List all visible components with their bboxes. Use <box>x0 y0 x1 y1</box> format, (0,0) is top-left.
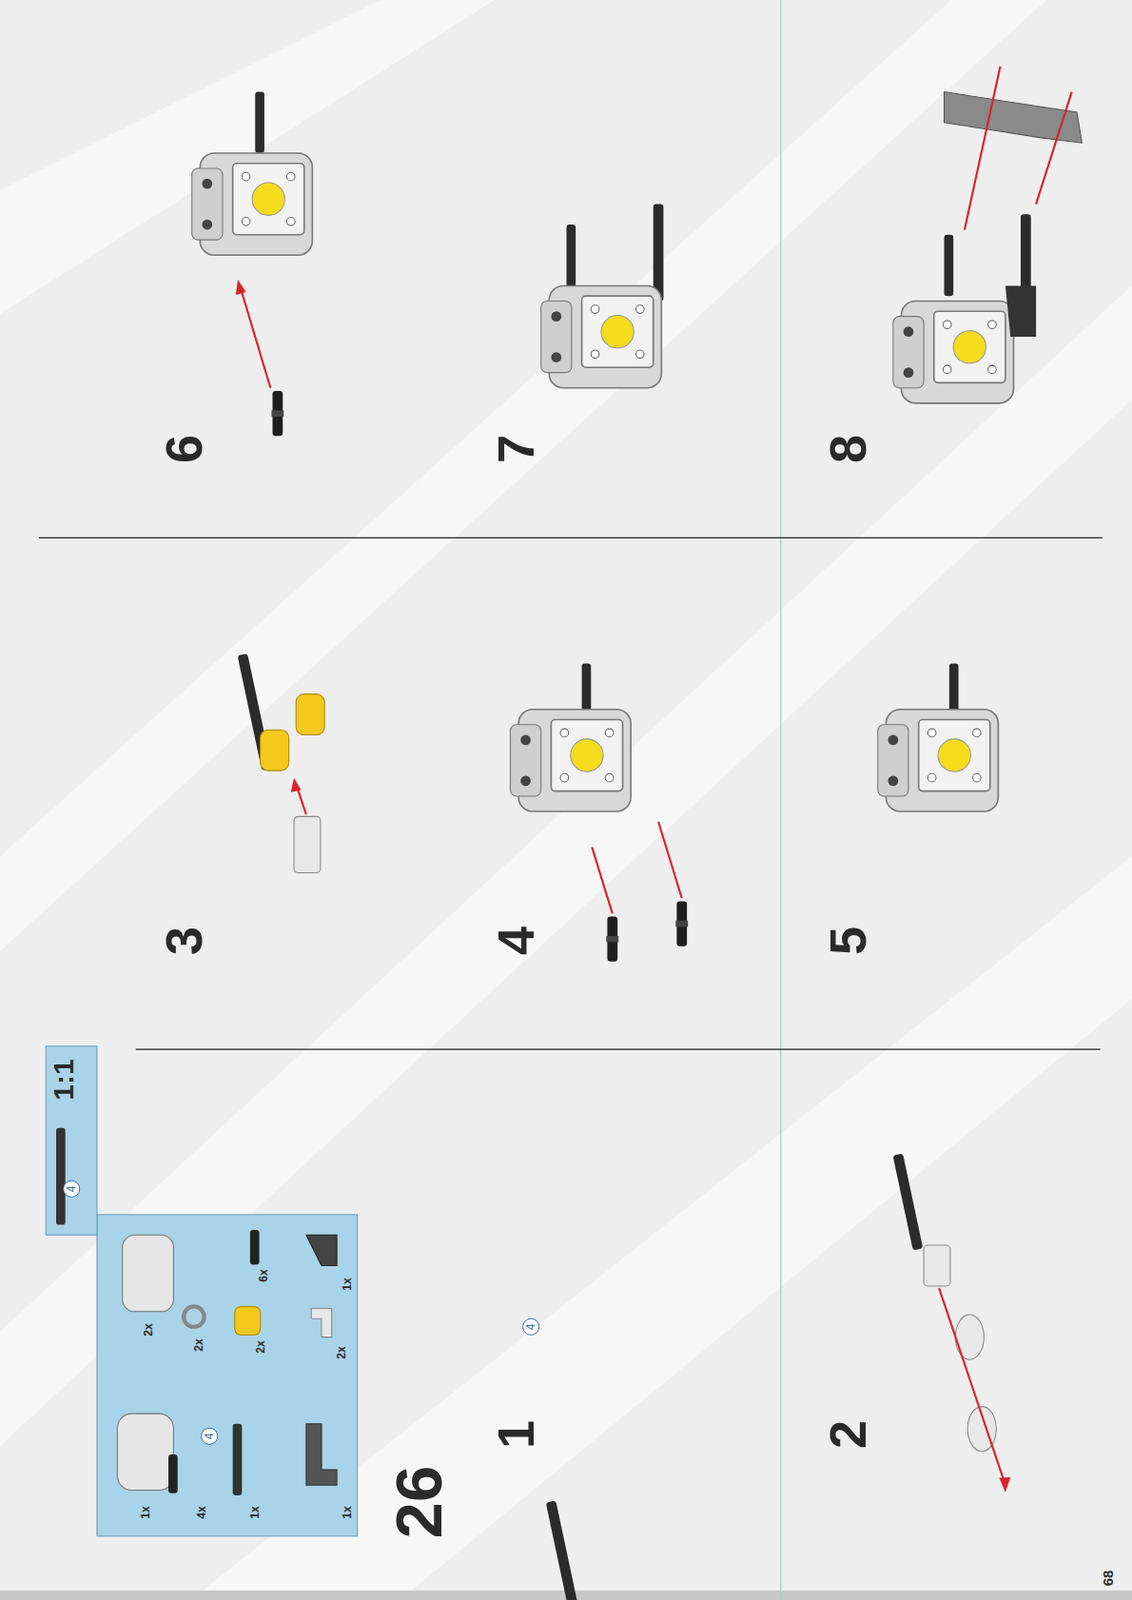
part-quantity: 4x <box>195 1505 208 1519</box>
part-quantity: 2x <box>335 1346 348 1359</box>
step-number: 3 <box>157 926 210 956</box>
step-number: 6 <box>157 434 210 464</box>
step-number: 26 <box>386 1465 452 1540</box>
step-number: 7 <box>489 434 542 464</box>
part-quantity: 1x <box>341 1277 353 1290</box>
part-quantity: 1:1 <box>49 1058 79 1100</box>
part-quantity: 68 <box>1100 1570 1115 1587</box>
part-quantity: 1x <box>139 1505 152 1519</box>
step-number: 8 <box>821 434 874 464</box>
callout-number: 4 <box>522 1318 540 1336</box>
part-quantity: 1x <box>249 1505 261 1519</box>
part-quantity: 2x <box>254 1340 267 1353</box>
part-quantity: 1x <box>341 1505 353 1519</box>
part-quantity: 2x <box>193 1338 205 1351</box>
part-quantity: 6x <box>257 1268 270 1282</box>
part-quantity: 2x <box>142 1323 155 1336</box>
step-number: 5 <box>821 926 874 956</box>
step-number: 2 <box>821 1420 874 1449</box>
step-number: 1 <box>489 1420 542 1449</box>
step-number: 4 <box>489 926 542 956</box>
callout-number: 4 <box>62 1180 80 1198</box>
callout-number: 4 <box>200 1427 218 1445</box>
